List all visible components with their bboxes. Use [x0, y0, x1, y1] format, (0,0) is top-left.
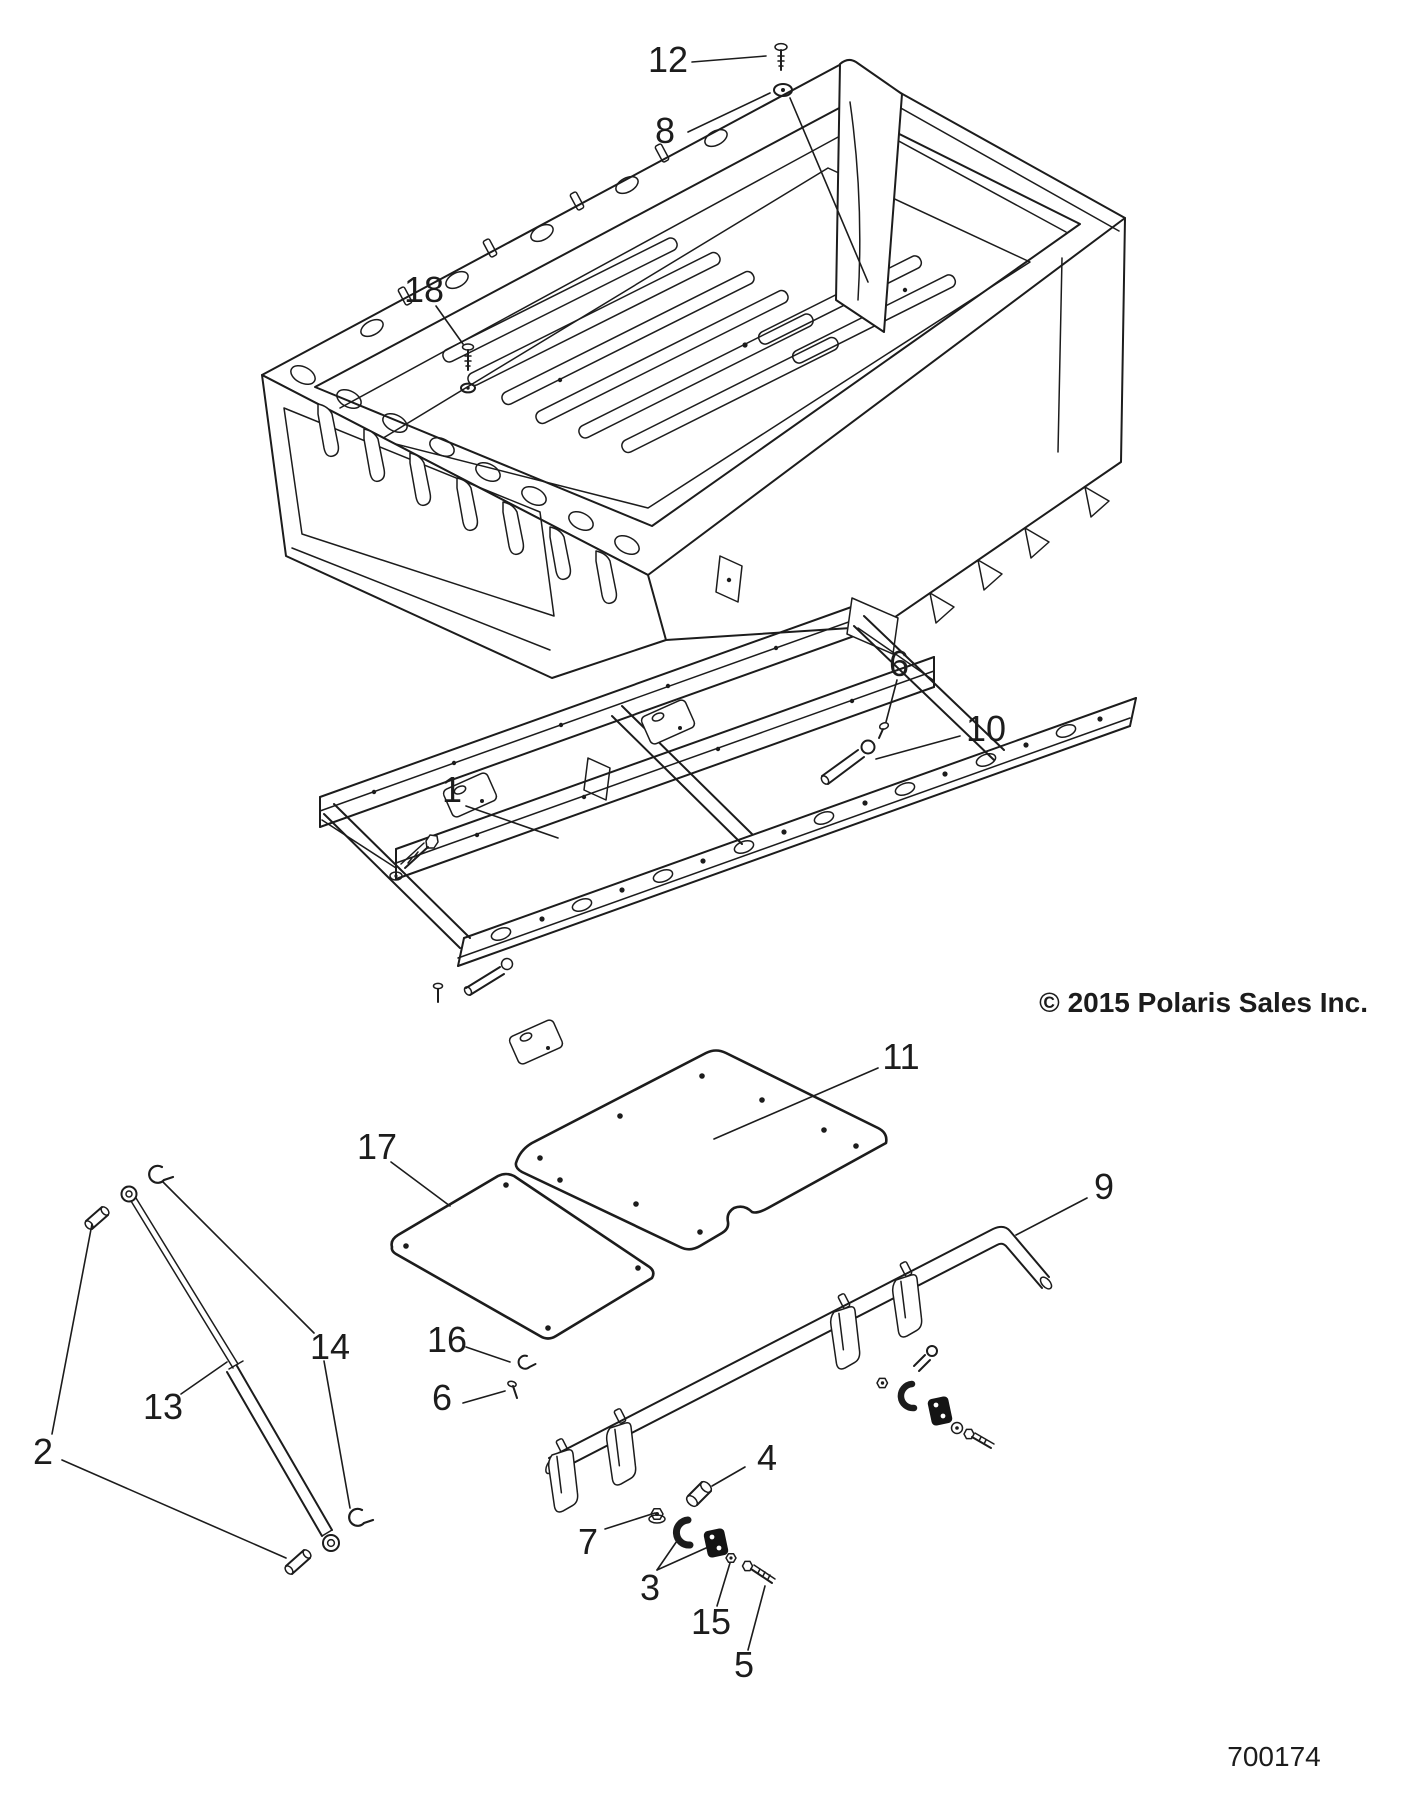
gas-strut-drawing [84, 1164, 375, 1575]
skid-mat-small-drawing [390, 1172, 655, 1340]
cargo-box-drawing [261, 58, 1126, 679]
copyright-text: © 2015 Polaris Sales Inc. [1039, 987, 1368, 1018]
bed-rail-drawing [545, 1225, 1053, 1513]
leader-lines [51, 55, 1088, 1651]
callout-12: 12 [647, 39, 689, 80]
callout-7: 7 [577, 1521, 599, 1562]
callout-15: 15 [690, 1601, 732, 1642]
callout-8: 8 [654, 110, 676, 151]
pivot-pin-and-screw-drawing [820, 722, 890, 785]
bed-frame-drawing [319, 555, 1137, 1065]
callout-18: 18 [403, 269, 445, 310]
callout-6a: 6 [888, 643, 910, 684]
callout-13: 13 [142, 1386, 184, 1427]
clip-and-screw-drawing [507, 1354, 537, 1399]
skid-mat-large-drawing [514, 1049, 888, 1251]
callout-16: 16 [426, 1319, 468, 1360]
clamp-hardware-drawing [648, 1480, 776, 1584]
callout-5: 5 [733, 1644, 755, 1685]
callout-10: 10 [965, 708, 1007, 749]
callout-6b: 6 [431, 1377, 453, 1418]
box-mount-screw-washer-drawing [460, 42, 793, 394]
callout-17: 17 [356, 1126, 398, 1167]
callout-4: 4 [756, 1437, 778, 1478]
callout-14: 14 [309, 1326, 351, 1367]
callout-2: 2 [32, 1431, 54, 1472]
figure-number: 700174 [1227, 1741, 1321, 1772]
callout-3: 3 [639, 1567, 661, 1608]
callout-11: 11 [882, 1036, 920, 1077]
callout-1: 1 [441, 769, 463, 810]
callout-9: 9 [1093, 1166, 1115, 1207]
